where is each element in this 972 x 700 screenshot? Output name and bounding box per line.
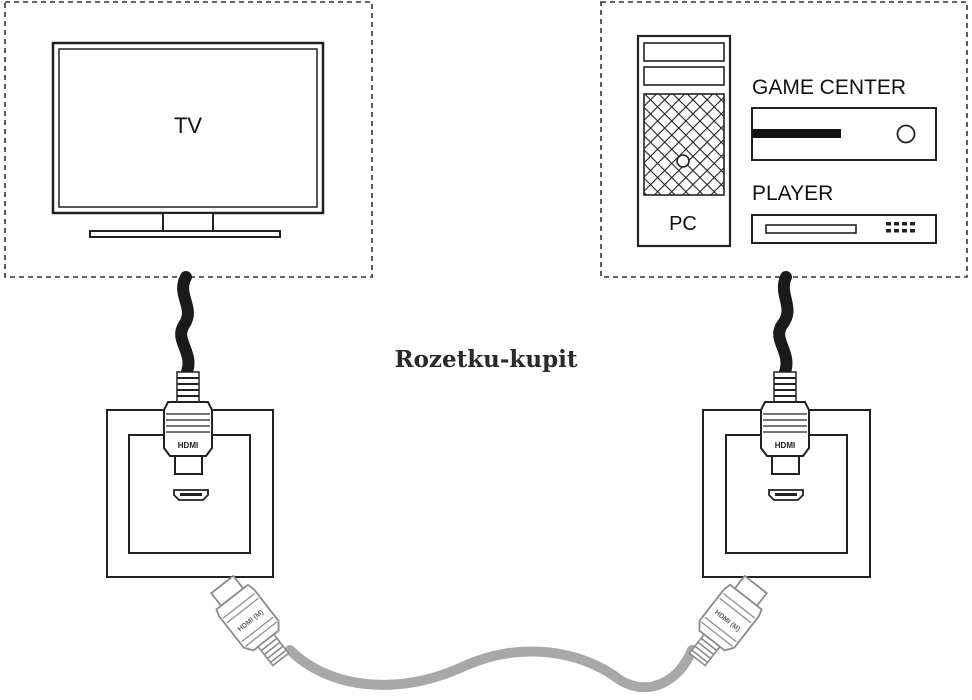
media-player-icon <box>751 214 937 244</box>
player-label: PLAYER <box>752 182 833 205</box>
tv-hdmi-cable <box>175 271 195 378</box>
hdmi-port-icon <box>173 489 209 501</box>
source-devices-group: PC GAME CENTER PLAYER <box>600 1 968 278</box>
left-hdmi-plug-top: HDMI <box>163 371 213 475</box>
game-console-icon <box>751 107 937 161</box>
pc-tower-icon <box>636 34 732 248</box>
tv-device-group: TV <box>4 1 373 278</box>
left-hdmi-plug-bottom: HDMI (M) <box>209 574 290 667</box>
source-hdmi-cable <box>773 271 794 378</box>
right-hdmi-plug-top: HDMI <box>760 371 810 475</box>
left-plug-label: HDMI <box>178 441 198 450</box>
tv-label: TV <box>174 113 202 138</box>
game-center-label: GAME CENTER <box>752 76 906 99</box>
watermark-text: Rozetku-kupit <box>394 346 577 373</box>
tv-dashed-frame <box>4 1 373 278</box>
tv-icon <box>51 41 325 238</box>
hdmi-port-icon <box>768 489 804 501</box>
right-hdmi-plug-bottom: HDMI (M) <box>688 574 769 667</box>
pc-label: PC <box>669 213 697 235</box>
right-plug-label: HDMI <box>775 441 795 450</box>
inter-socket-gray-cable <box>285 645 697 693</box>
right-hdmi-wall-socket <box>702 409 871 578</box>
